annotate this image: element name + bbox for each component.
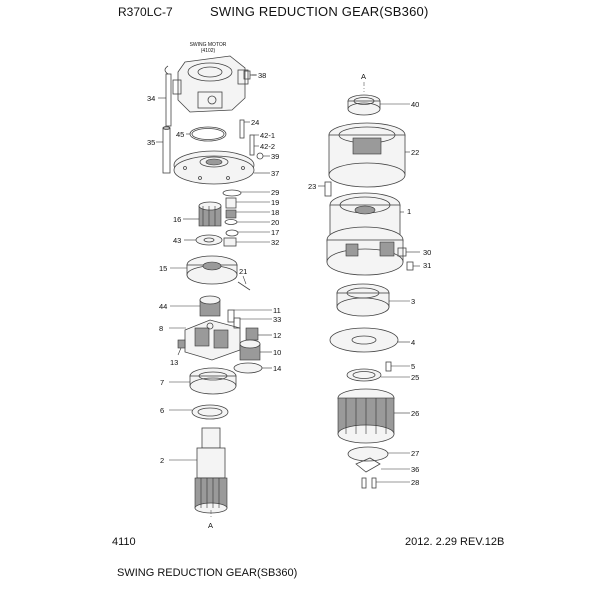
callout-33: 33 [273,315,281,324]
pin-33 [233,317,241,329]
callout-22: 22 [411,148,419,157]
callout-12: 12 [273,331,281,340]
casing-1 [326,192,404,276]
callout-20: 20 [271,218,279,227]
callout-30: 30 [423,248,431,257]
callout-43: 43 [173,236,181,245]
callout-2: 2 [160,456,164,465]
callout-8: 8 [159,324,163,333]
callout-5: 5 [411,362,415,371]
bolt-23 [324,181,332,197]
callout-11: 11 [273,306,281,315]
motor-ref: (4102) [201,48,216,54]
revision-date: 2012. 2.29 REV.12B [405,536,505,548]
long-bolt-35 [162,126,171,174]
callout-14: 14 [273,364,281,373]
callout-19: 19 [271,198,279,207]
thrust-washer-43 [195,234,223,246]
pin-21 [237,281,251,291]
plug-39 [256,152,264,160]
callout-4: 4 [411,338,415,347]
callout-34: 34 [147,94,155,103]
callout-21: 21 [239,267,247,276]
bearing-7 [189,367,237,395]
callout-35: 35 [147,138,155,147]
callout-3: 3 [411,297,415,306]
section-marker-bottom: A [208,521,213,530]
swing-motor: SWING MOTOR (4102) [172,42,256,113]
bearing-3 [336,283,390,317]
callout-24: 24 [251,118,259,127]
callout-13: 13 [170,358,178,367]
callout-15: 15 [159,264,167,273]
callout-42-1: 42-1 [260,131,275,140]
callout-32: 32 [271,238,279,247]
o-ring-45 [189,126,227,142]
oil-seal-6 [191,404,229,420]
callout-25: 25 [411,373,419,382]
planet-gear-10 [239,339,261,361]
plug-13 [177,339,186,349]
callout-10: 10 [273,348,281,357]
motor-caption: SWING MOTOR [190,42,227,48]
callout-17: 17 [271,228,279,237]
plug-31 [406,261,414,271]
callout-42-2: 42-2 [260,142,275,151]
first-stage-parts [222,189,242,247]
section-marker-top: A [361,72,366,81]
callout-26: 26 [411,409,419,418]
footer-title: SWING REDUCTION GEAR(SB360) [117,567,298,579]
callout-16: 16 [173,215,181,224]
needle-bearing-12 [245,327,259,341]
callout-27: 27 [411,449,419,458]
plate-4 [329,327,399,353]
carrier-15 [186,255,238,285]
pinion-gear-26 [337,388,395,444]
left-callouts: 38 34 24 45 42-1 35 42-2 39 37 29 19 16 … [147,71,281,465]
callout-39: 39 [271,152,279,161]
planet-gear-16 [198,201,222,227]
pin-11 [227,309,235,323]
pin-24 [239,119,245,139]
thrust-plate-14 [233,362,263,374]
callout-37: 37 [271,169,279,178]
model-code: R370LC-7 [118,5,173,19]
callout-28: 28 [411,478,419,487]
ring-gear-22 [328,122,406,188]
cover-37 [173,150,255,185]
carrier-8 [184,319,241,361]
page-title: SWING REDUCTION GEAR(SB360) [210,4,429,19]
bolt-28b [371,477,377,489]
callout-6: 6 [160,406,164,415]
callout-29: 29 [271,188,279,197]
callout-36: 36 [411,465,419,474]
callout-38: 38 [258,71,266,80]
callout-23: 23 [308,182,316,191]
long-bolt-34 [164,65,172,127]
callout-40: 40 [411,100,419,109]
pinion-shaft-2 [194,427,228,514]
pin-42 [249,134,255,156]
callout-45: 45 [176,130,184,139]
callout-31: 31 [423,261,431,270]
callout-7: 7 [160,378,164,387]
callout-18: 18 [271,208,279,217]
sun-gear-44 [199,295,221,317]
callout-44: 44 [159,302,167,311]
collar-40 [347,94,381,116]
collar-25 [346,368,382,382]
bolt-28a [361,477,367,489]
cover-plate-27 [347,446,389,473]
callout-1: 1 [407,207,411,216]
page-number: 4110 [112,536,136,548]
bolt-5 [385,361,392,372]
